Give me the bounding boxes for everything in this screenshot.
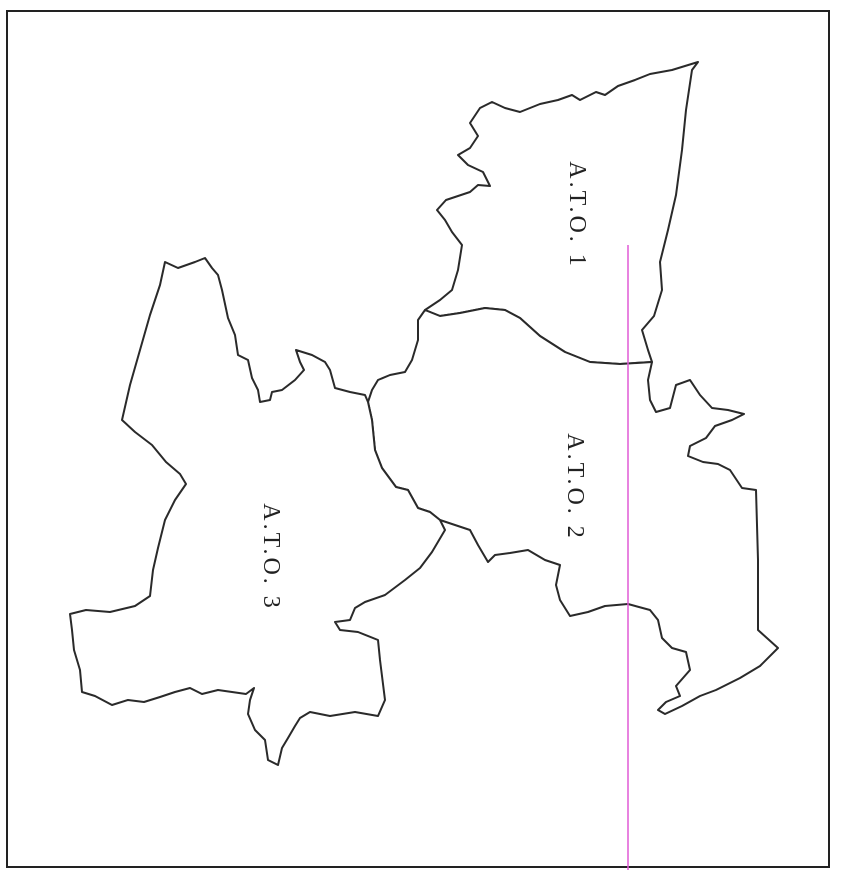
label-ato-2: A.T.O. 2 bbox=[562, 433, 588, 541]
region-ato-1[interactable] bbox=[424, 61, 699, 365]
label-ato-3: A.T.O. 3 bbox=[258, 503, 284, 611]
label-ato-1: A.T.O. 1 bbox=[564, 161, 590, 269]
region-ato-3[interactable] bbox=[69, 257, 446, 766]
